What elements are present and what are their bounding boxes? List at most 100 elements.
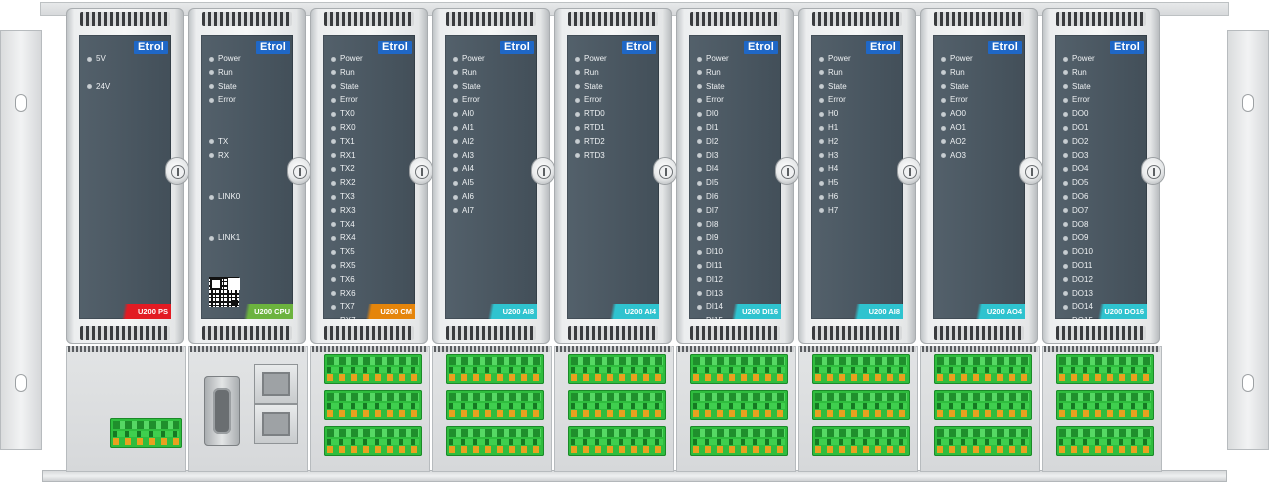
terminal-section-cpu bbox=[188, 346, 308, 472]
terminal-block-0[interactable] bbox=[324, 354, 422, 384]
led-label: TX4 bbox=[340, 219, 355, 229]
top-vent bbox=[690, 12, 780, 26]
model-label: U200 DO16 bbox=[1104, 307, 1144, 316]
status-led-do2: DO2 bbox=[1063, 136, 1088, 148]
terminal-pins bbox=[693, 410, 785, 417]
status-led-error: Error bbox=[331, 94, 358, 106]
led-indicator-icon bbox=[331, 208, 336, 214]
led-indicator-icon bbox=[1063, 291, 1068, 297]
led-label: Error bbox=[1072, 95, 1090, 105]
bottom-vent bbox=[80, 326, 170, 340]
terminal-block-1[interactable] bbox=[690, 390, 788, 420]
status-led-do1: DO1 bbox=[1063, 122, 1088, 134]
terminal-block-0[interactable] bbox=[1056, 354, 1154, 384]
terminal-block-0[interactable] bbox=[934, 354, 1032, 384]
led-indicator-icon bbox=[575, 70, 580, 76]
terminal-block-2[interactable] bbox=[690, 426, 788, 456]
etrol-logo: Etrol bbox=[133, 41, 168, 54]
status-led-rtd0: RTD0 bbox=[575, 108, 605, 120]
terminal-block-1[interactable] bbox=[324, 390, 422, 420]
terminal-block-2[interactable] bbox=[1056, 426, 1154, 456]
terminal-block-2[interactable] bbox=[934, 426, 1032, 456]
terminal-block-2[interactable] bbox=[812, 426, 910, 456]
led-label: DI13 bbox=[706, 288, 723, 298]
ethernet-port-0[interactable] bbox=[254, 364, 298, 404]
latch-screw-icon[interactable] bbox=[166, 158, 188, 184]
terminal-block-0[interactable] bbox=[446, 354, 544, 384]
section-vent bbox=[922, 346, 1038, 352]
terminal-block-0[interactable] bbox=[690, 354, 788, 384]
model-band: U200 CM bbox=[323, 304, 415, 319]
terminal-block-2[interactable] bbox=[324, 426, 422, 456]
latch-screw-icon[interactable] bbox=[410, 158, 432, 184]
led-indicator-icon bbox=[941, 111, 946, 117]
led-label: TX5 bbox=[340, 247, 355, 257]
terminal-block-1[interactable] bbox=[568, 390, 666, 420]
terminal-holes bbox=[693, 403, 785, 409]
power-terminal-block[interactable] bbox=[110, 418, 182, 448]
terminal-block-2[interactable] bbox=[568, 426, 666, 456]
latch-screw-icon[interactable] bbox=[776, 158, 798, 184]
led-label: 5V bbox=[96, 54, 106, 63]
led-indicator-icon bbox=[209, 97, 214, 103]
led-label: DI9 bbox=[706, 233, 719, 243]
led-label: State bbox=[950, 81, 969, 91]
led-indicator-icon bbox=[331, 277, 336, 283]
terminal-slots bbox=[937, 393, 1029, 401]
terminal-slots bbox=[815, 357, 907, 365]
latch-screw-icon[interactable] bbox=[898, 158, 920, 184]
bottom-vent bbox=[690, 326, 780, 340]
terminal-block-2[interactable] bbox=[446, 426, 544, 456]
terminal-block-1[interactable] bbox=[1056, 390, 1154, 420]
status-led-ao2: AO2 bbox=[941, 136, 966, 148]
rj45-socket-icon bbox=[262, 412, 290, 436]
led-label: DO11 bbox=[1072, 261, 1093, 270]
section-vent bbox=[434, 346, 550, 352]
led-label: RX0 bbox=[340, 123, 356, 132]
latch-screw-icon[interactable] bbox=[288, 158, 310, 184]
led-indicator-icon bbox=[209, 194, 214, 200]
status-led-di3: DI3 bbox=[697, 150, 718, 162]
led-label: AO2 bbox=[950, 136, 967, 146]
terminal-block-1[interactable] bbox=[446, 390, 544, 420]
screw-slot bbox=[543, 168, 545, 176]
latch-screw-icon[interactable] bbox=[1142, 158, 1164, 184]
rs485-dsub-port[interactable] bbox=[204, 376, 240, 446]
led-indicator-icon bbox=[209, 139, 214, 145]
led-indicator-icon bbox=[453, 84, 458, 90]
terminal-holes bbox=[1059, 367, 1151, 373]
led-indicator-icon bbox=[1063, 70, 1068, 76]
ethernet-port-1[interactable] bbox=[254, 404, 298, 444]
model-band: U200 AO4 bbox=[933, 304, 1025, 319]
model-label: U200 AI4 bbox=[624, 307, 656, 316]
led-indicator-icon bbox=[819, 111, 824, 117]
led-label: AI7 bbox=[462, 205, 475, 215]
bottom-vent bbox=[568, 326, 658, 340]
led-label: 24V bbox=[96, 81, 111, 91]
panel-shading bbox=[201, 35, 293, 319]
terminal-pins bbox=[693, 446, 785, 453]
status-led-state: State bbox=[453, 81, 481, 93]
led-label: State bbox=[1072, 81, 1091, 91]
led-label: DI7 bbox=[706, 205, 719, 215]
terminal-block-1[interactable] bbox=[934, 390, 1032, 420]
status-led-do0: DO0 bbox=[1063, 108, 1088, 120]
terminal-block-1[interactable] bbox=[812, 390, 910, 420]
terminal-block-0[interactable] bbox=[568, 354, 666, 384]
led-label: DO4 bbox=[1072, 164, 1089, 174]
led-indicator-icon bbox=[331, 291, 336, 297]
terminal-block-0[interactable] bbox=[812, 354, 910, 384]
etrol-logo: Etrol bbox=[377, 41, 412, 54]
latch-screw-icon[interactable] bbox=[654, 158, 676, 184]
terminal-holes bbox=[937, 439, 1029, 445]
latch-screw-icon[interactable] bbox=[1020, 158, 1042, 184]
status-led-h4: H4 bbox=[819, 163, 838, 175]
led-indicator-icon bbox=[1063, 249, 1068, 255]
panel-shading bbox=[79, 35, 171, 319]
status-led-state: State bbox=[697, 81, 725, 93]
terminal-slots bbox=[327, 393, 419, 401]
latch-screw-icon[interactable] bbox=[532, 158, 554, 184]
